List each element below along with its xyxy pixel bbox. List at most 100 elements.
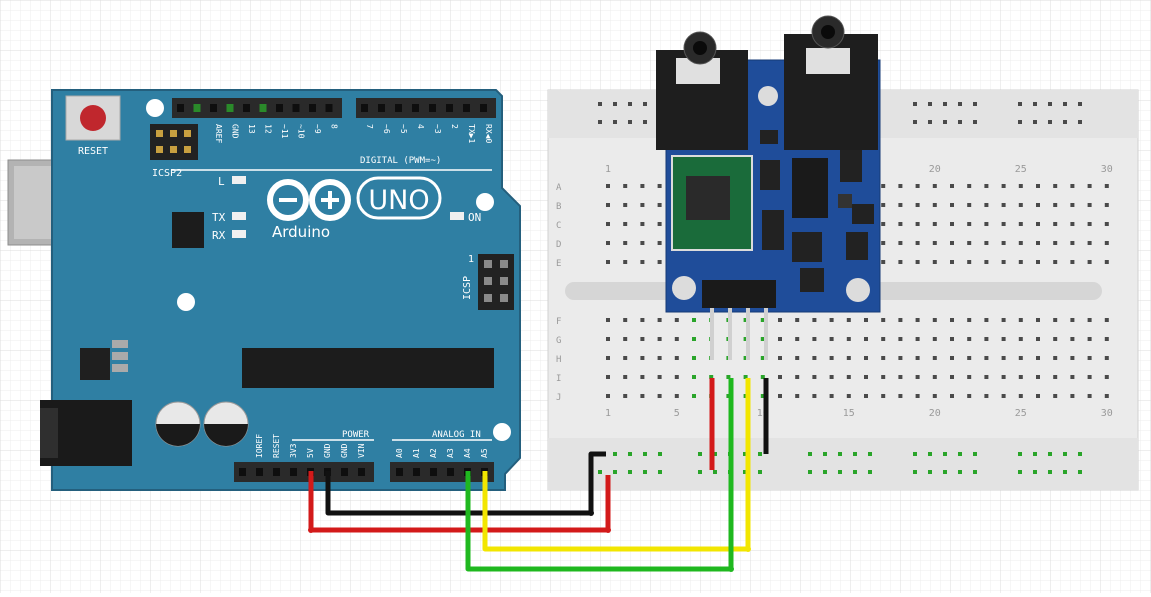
icsp-pin bbox=[484, 294, 492, 302]
amplifier-chip bbox=[792, 158, 828, 218]
power-pin-label: GND bbox=[340, 443, 349, 458]
breadboard-hole bbox=[1087, 222, 1092, 226]
breadboard-hole bbox=[1018, 222, 1023, 226]
power-jack-opening bbox=[40, 408, 58, 458]
breadboard-hole bbox=[1087, 241, 1092, 245]
fm-radio-module bbox=[656, 15, 881, 360]
power-rail-hole bbox=[643, 470, 647, 474]
power-rail-hole bbox=[838, 470, 842, 474]
breadboard-hole bbox=[932, 375, 937, 379]
breadboard-hole bbox=[881, 241, 886, 245]
power-rail-hole bbox=[973, 452, 977, 456]
breadboard-hole bbox=[950, 337, 954, 341]
breadboard-hole bbox=[657, 184, 662, 188]
icsp-pin bbox=[170, 130, 177, 137]
power-pin-label: 3V3 bbox=[289, 443, 298, 458]
power-rail-hole bbox=[808, 452, 812, 456]
power-rail-hole bbox=[1048, 470, 1052, 474]
led-on-label: ON bbox=[468, 211, 481, 224]
breadboard-hole bbox=[984, 337, 989, 341]
breadboard-hole bbox=[760, 337, 765, 341]
breadboard-hole bbox=[864, 356, 868, 360]
breadboard-hole bbox=[864, 318, 868, 322]
breadboard-hole bbox=[932, 356, 937, 360]
power-rail-hole bbox=[973, 120, 977, 124]
mount-hole bbox=[177, 293, 195, 311]
icsp-pin bbox=[500, 277, 508, 285]
digital-pin-label: 12 bbox=[264, 124, 273, 134]
power-rail-hole bbox=[913, 452, 917, 456]
header-socket bbox=[259, 104, 267, 112]
breadboard-hole bbox=[623, 203, 628, 207]
breadboard-hole bbox=[915, 184, 920, 188]
breadboard-row-label: G bbox=[556, 336, 561, 346]
breadboard-row-label: C bbox=[556, 221, 561, 231]
breadboard-hole bbox=[881, 184, 886, 188]
digital-pin-label: 2 bbox=[450, 124, 459, 129]
breadboard-hole bbox=[881, 394, 886, 398]
icsp-pin bbox=[170, 146, 177, 153]
breadboard-hole bbox=[657, 337, 662, 341]
power-rail-hole bbox=[838, 452, 842, 456]
digital-pin-label: 13 bbox=[247, 124, 256, 134]
breadboard-hole bbox=[1018, 318, 1023, 322]
analog-pin-label: A4 bbox=[463, 448, 472, 458]
breadboard-hole bbox=[640, 318, 645, 322]
analog-header bbox=[390, 462, 494, 482]
breadboard-hole bbox=[760, 375, 765, 379]
breadboard-hole bbox=[881, 375, 886, 379]
breadboard-hole bbox=[1018, 241, 1023, 245]
wire-joint bbox=[308, 527, 314, 533]
breadboard-hole bbox=[1036, 318, 1040, 322]
breadboard-hole bbox=[864, 337, 868, 341]
breadboard-hole bbox=[1053, 356, 1058, 360]
breadboard-hole bbox=[623, 260, 628, 264]
header-socket bbox=[480, 104, 487, 112]
breadboard-hole bbox=[623, 394, 628, 398]
breadboard-hole bbox=[829, 375, 834, 379]
header-socket bbox=[446, 104, 453, 112]
header-socket bbox=[447, 468, 454, 476]
module-mount-hole bbox=[846, 278, 870, 302]
power-rail-hole bbox=[613, 120, 617, 124]
breadboard-hole bbox=[1070, 203, 1075, 207]
breadboard-hole bbox=[1036, 260, 1040, 264]
power-rail-hole bbox=[713, 452, 717, 456]
breadboard-column-label: 15 bbox=[843, 408, 855, 419]
breadboard-hole bbox=[1087, 260, 1092, 264]
power-rail-hole bbox=[913, 470, 917, 474]
breadboard-hole bbox=[623, 241, 628, 245]
breadboard-hole bbox=[1001, 184, 1006, 188]
breadboard-hole bbox=[1001, 375, 1006, 379]
header-socket bbox=[430, 468, 437, 476]
header-socket bbox=[358, 468, 365, 476]
power-rail-hole bbox=[853, 452, 857, 456]
breadboard-hole bbox=[932, 184, 937, 188]
breadboard-hole bbox=[984, 356, 989, 360]
breadboard-hole bbox=[623, 356, 628, 360]
breadboard-hole bbox=[674, 356, 679, 360]
breadboard-hole bbox=[692, 337, 696, 341]
breadboard-hole bbox=[674, 375, 679, 379]
breadboard-hole bbox=[657, 260, 662, 264]
model-label: UNO bbox=[368, 185, 429, 216]
breadboard-hole bbox=[1087, 318, 1092, 322]
smd-component bbox=[762, 210, 784, 250]
breadboard-hole bbox=[950, 203, 954, 207]
breadboard-hole bbox=[1104, 241, 1109, 245]
breadboard-hole bbox=[657, 318, 662, 322]
breadboard-hole bbox=[1018, 394, 1023, 398]
breadboard-hole bbox=[743, 356, 748, 360]
breadboard-hole bbox=[950, 241, 954, 245]
power-rail-hole bbox=[1033, 452, 1037, 456]
power-rail-hole bbox=[928, 120, 932, 124]
reset-label: RESET bbox=[78, 146, 108, 157]
breadboard-hole bbox=[1070, 356, 1075, 360]
power-rail-hole bbox=[743, 452, 747, 456]
power-rail-hole bbox=[1018, 102, 1022, 106]
power-rail-hole bbox=[943, 452, 947, 456]
breadboard-hole bbox=[760, 356, 765, 360]
breadboard-hole bbox=[984, 318, 989, 322]
power-rail-hole bbox=[823, 470, 827, 474]
reset-button-cap[interactable] bbox=[80, 105, 106, 131]
